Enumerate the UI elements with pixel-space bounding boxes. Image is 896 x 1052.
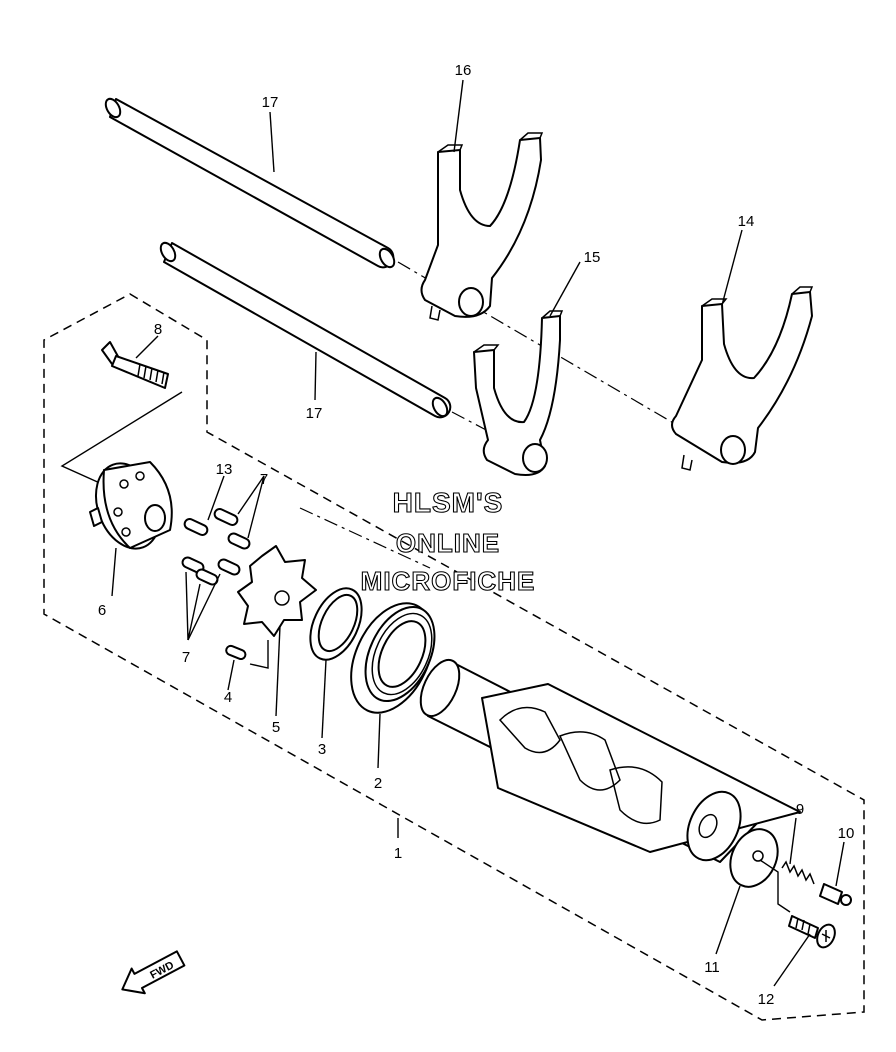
callout-1: 1 bbox=[394, 845, 402, 862]
callout-4: 4 bbox=[224, 689, 232, 706]
leader-lines bbox=[111, 79, 845, 987]
spring-9 bbox=[781, 860, 815, 885]
watermark: HLSM'S ONLINE MICROFICHE bbox=[360, 486, 536, 596]
callout-7-lower: 7 bbox=[182, 649, 190, 666]
fork-shaft-centerline-lower bbox=[451, 411, 491, 433]
callout-7-upper: 7 bbox=[260, 471, 268, 488]
shift-fork-16 bbox=[420, 132, 544, 321]
callout-16: 16 bbox=[455, 62, 472, 79]
watermark-line2: ONLINE bbox=[396, 528, 500, 558]
stopper-plate-5 bbox=[237, 545, 317, 637]
callout-17-upper: 17 bbox=[262, 94, 279, 111]
shift-drum-1 bbox=[419, 658, 801, 863]
bearing-2 bbox=[350, 602, 436, 714]
circlip-3 bbox=[309, 587, 363, 661]
callout-10: 10 bbox=[838, 825, 855, 842]
dowel-pins bbox=[181, 508, 251, 586]
plate-11 bbox=[729, 828, 779, 888]
shift-fork-15 bbox=[473, 310, 564, 476]
screw-8 bbox=[101, 341, 169, 389]
screw-8-bracket bbox=[60, 391, 183, 485]
callout-3: 3 bbox=[318, 741, 326, 758]
fwd-arrow-icon: FWD bbox=[121, 950, 186, 995]
segment-6 bbox=[89, 461, 173, 550]
drum-centerline bbox=[299, 507, 431, 569]
callout-6: 6 bbox=[98, 602, 106, 619]
callout-17-lower: 17 bbox=[306, 405, 323, 422]
callout-15: 15 bbox=[584, 249, 601, 266]
callout-13: 13 bbox=[216, 461, 233, 478]
watermark-line3: MICROFICHE bbox=[361, 566, 536, 596]
screw-12 bbox=[788, 915, 836, 949]
pin-4-bracket bbox=[249, 640, 269, 669]
pin-4 bbox=[225, 644, 247, 661]
callout-2: 2 bbox=[374, 775, 382, 792]
assembly-boundary bbox=[43, 293, 865, 1021]
shift-fork-shaft-upper bbox=[104, 97, 396, 269]
callout-14: 14 bbox=[738, 213, 755, 230]
shift-fork-shaft-lower bbox=[159, 241, 452, 419]
callouts: 17 16 14 15 17 8 13 7 6 7 4 5 3 2 1 9 10… bbox=[98, 62, 855, 1008]
shift-fork-14 bbox=[671, 286, 814, 471]
callout-11: 11 bbox=[704, 959, 720, 976]
watermark-line1: HLSM'S bbox=[393, 487, 504, 518]
callout-9: 9 bbox=[796, 801, 804, 818]
callout-12: 12 bbox=[758, 991, 775, 1008]
callout-5: 5 bbox=[272, 719, 280, 736]
callout-8: 8 bbox=[154, 321, 162, 338]
pin-10 bbox=[819, 883, 852, 906]
plate-11-bracket bbox=[759, 859, 791, 913]
